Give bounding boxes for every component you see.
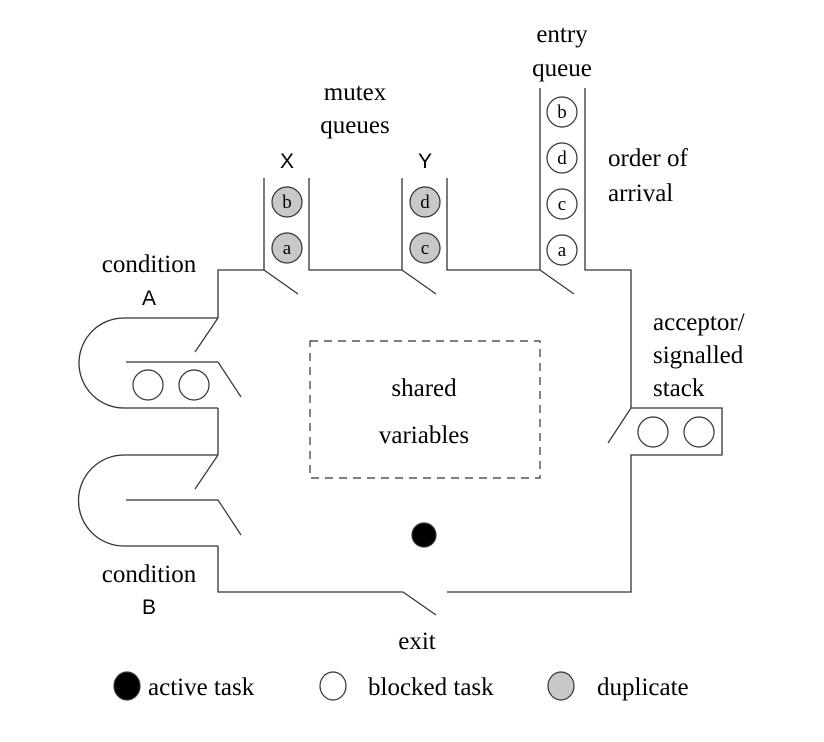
duplicate-task-circle	[271, 186, 303, 218]
mutex-queues-label-1: mutex	[324, 79, 387, 106]
shared-variables-label-2: variables	[379, 422, 469, 449]
mutex-queue-y-label: Y	[418, 150, 432, 173]
monitor-boundary	[217, 88, 723, 593]
condition-b-label-2: B	[142, 596, 156, 619]
acceptor-stack-label-1: acceptor/	[653, 309, 745, 336]
door-condition-b-in	[194, 454, 219, 490]
blocked-task-circle	[132, 369, 164, 401]
mutex-queue-y-task: c	[409, 232, 441, 264]
order-of-arrival-label-1: order of	[608, 145, 688, 172]
door-entry	[539, 269, 575, 295]
legend-item-active: active task	[113, 671, 255, 701]
blocked-task-circle	[546, 96, 578, 128]
shared-variables-box	[309, 340, 541, 479]
blocked-task-circle	[546, 234, 578, 266]
exit-label: exit	[398, 628, 436, 655]
door-condition-a-in	[194, 317, 219, 353]
acceptor-stack-task	[683, 416, 715, 448]
task-label: d	[557, 148, 567, 169]
order-of-arrival-label-2: arrival	[608, 180, 673, 207]
active-task-circle	[411, 522, 437, 548]
blocked-task-circle	[546, 142, 578, 174]
legend-label-blocked: blocked task	[368, 674, 494, 701]
legend-label-active: active task	[148, 674, 255, 701]
task-label: a	[283, 238, 292, 259]
door-mutex-y	[401, 269, 437, 295]
wall-top-mid	[308, 178, 403, 271]
task-label: c	[421, 238, 429, 259]
entry-queue-task: c	[546, 188, 578, 220]
condition-a-label-1: condition	[102, 251, 197, 278]
condition-b-queue-outer	[77, 454, 218, 547]
entry-queue-label-1: entry	[536, 21, 588, 48]
wall-top-left	[217, 178, 265, 318]
legend-swatch-active	[113, 671, 141, 701]
doors	[194, 269, 632, 616]
condition-a-queue-task	[178, 369, 210, 401]
wall-bottom-left	[217, 546, 403, 593]
mutex-queue-x-label: X	[280, 150, 294, 173]
mutex-queue-y-task: d	[409, 186, 441, 218]
task-label: d	[420, 192, 430, 213]
task-label: b	[282, 192, 292, 213]
mutex-queues-label-2: queues	[320, 112, 389, 139]
door-acceptor-stack	[607, 407, 632, 444]
legend-item-blocked: blocked task	[319, 671, 494, 701]
blocked-task-circle	[683, 416, 715, 448]
wall-right	[447, 88, 723, 593]
condition-a-label-2: A	[142, 287, 156, 310]
duplicate-task-circle	[409, 232, 441, 264]
door-exit	[402, 591, 437, 616]
legend-item-duplicate: duplicate	[547, 671, 689, 701]
legend-label-duplicate: duplicate	[597, 674, 689, 701]
acceptor-stack-label-2: signalled	[653, 342, 744, 369]
active-task	[411, 522, 437, 548]
legend: active task blocked task duplicate	[113, 671, 689, 701]
task-circles: b a d c b d c a	[132, 96, 715, 548]
duplicate-task-circle	[271, 232, 303, 264]
door-condition-b-out	[217, 499, 242, 536]
acceptor-stack-task	[637, 416, 669, 448]
legend-swatch-blocked	[319, 671, 347, 701]
shared-variables-label-1: shared	[391, 375, 457, 402]
task-label: c	[558, 194, 566, 215]
blocked-task-circle	[178, 369, 210, 401]
duplicate-task-circle	[409, 186, 441, 218]
task-label: a	[558, 240, 567, 261]
entry-queue-task: a	[546, 234, 578, 266]
condition-b-label-1: condition	[102, 561, 197, 588]
entry-queue-label-2: queue	[532, 55, 592, 82]
mutex-queue-x-task: a	[271, 232, 303, 264]
acceptor-stack-label-3: stack	[653, 375, 705, 402]
legend-swatch-duplicate	[547, 671, 575, 701]
condition-a-queue-outer	[78, 317, 218, 409]
wall-top-right	[446, 88, 541, 271]
mutex-queue-x-task: b	[271, 186, 303, 218]
door-mutex-x	[263, 269, 299, 295]
blocked-task-circle	[546, 188, 578, 220]
entry-queue-task: d	[546, 142, 578, 174]
entry-queue-task: b	[546, 96, 578, 128]
blocked-task-circle	[637, 416, 669, 448]
task-label: b	[557, 102, 567, 123]
condition-a-queue-task	[132, 369, 164, 401]
door-condition-a-out	[217, 361, 242, 398]
